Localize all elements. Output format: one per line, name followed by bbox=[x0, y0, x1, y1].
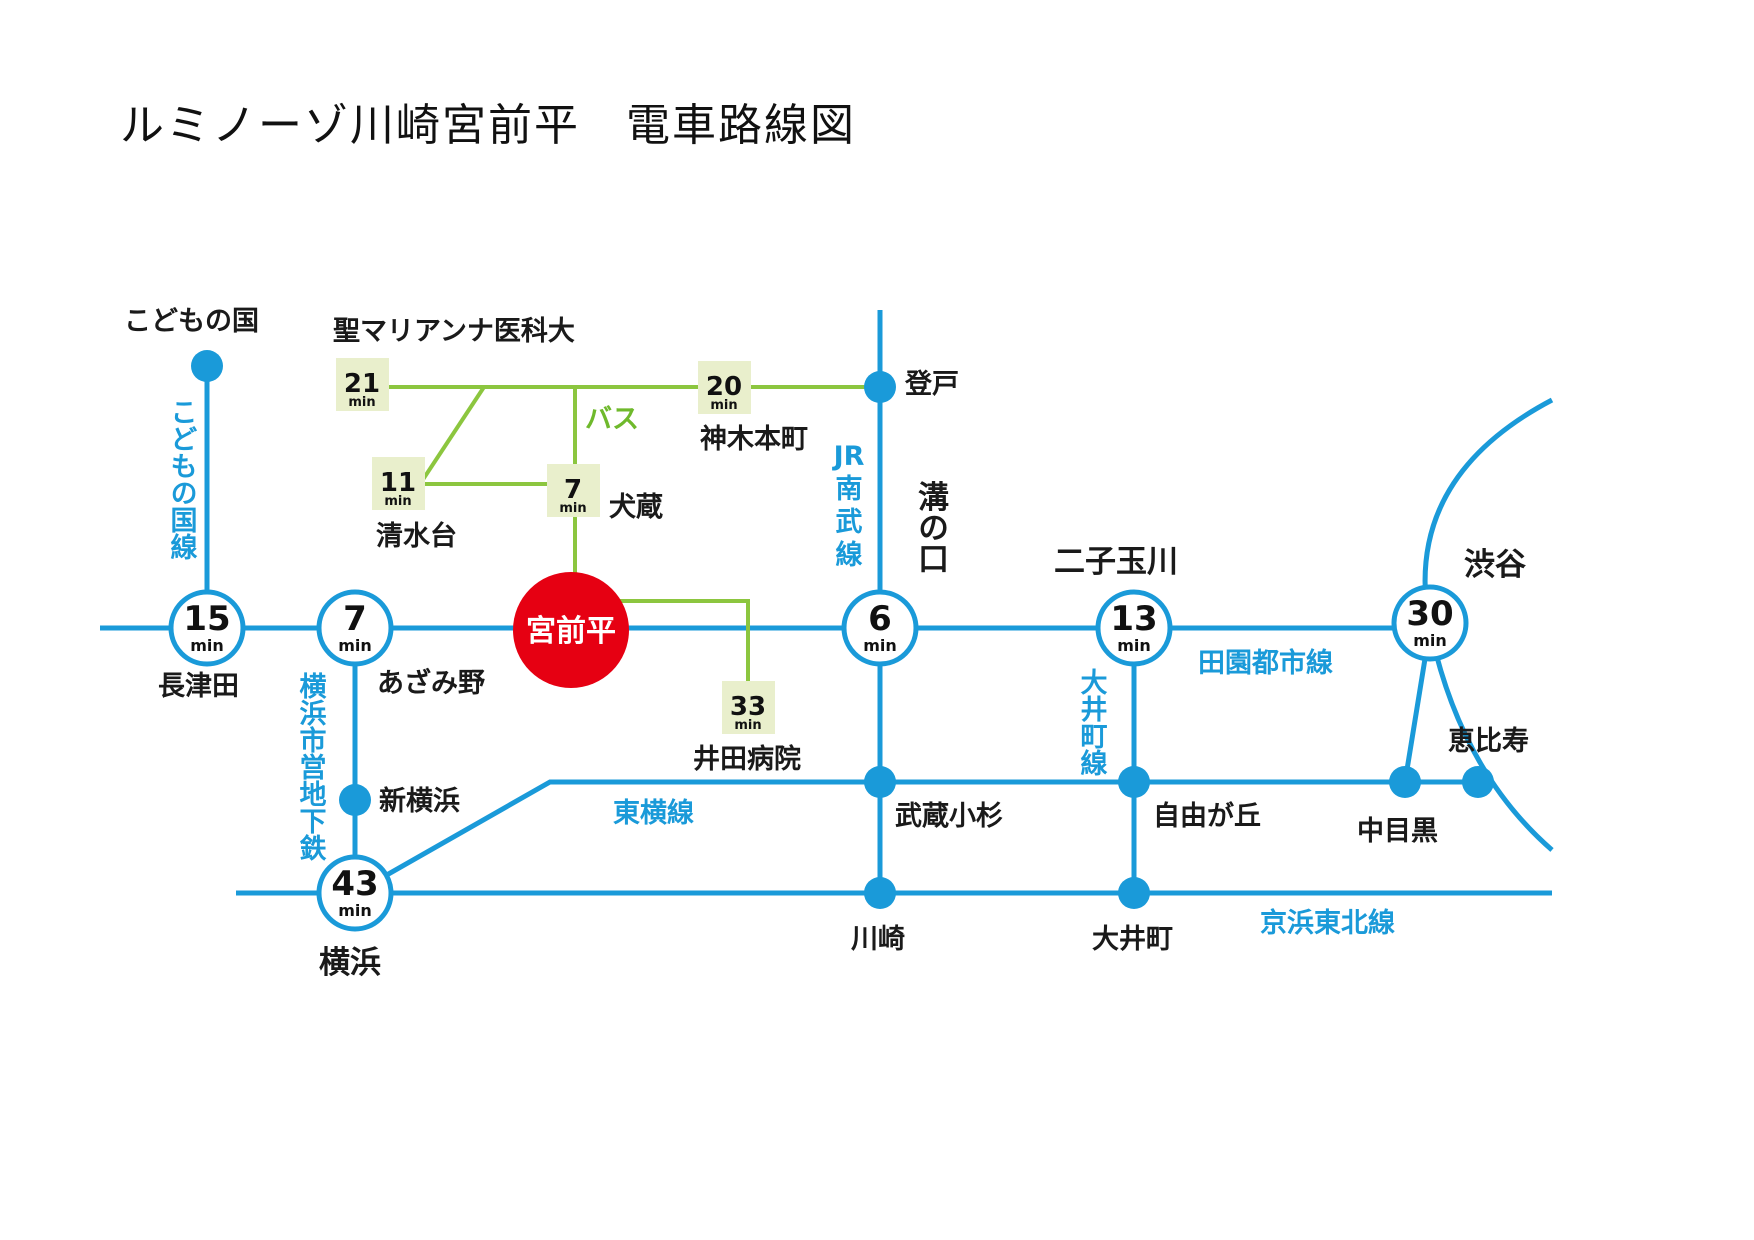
label-yokohama: 横浜 bbox=[319, 945, 381, 981]
label-noborito: 登戸 bbox=[904, 369, 959, 400]
station-labels: こどもの国 聖マリアンナ医科大 登戸 神木本町 犬蔵 清水台 二子玉川 渋谷 長… bbox=[124, 306, 1529, 981]
svg-text:min: min bbox=[338, 901, 372, 920]
label-shimizudai: 清水台 bbox=[376, 520, 457, 552]
home-station-miyamaedaira: 宮前平 bbox=[513, 572, 629, 688]
label-line-oimachi: 大井町線 bbox=[1076, 668, 1108, 776]
label-line-nambu-2: 武 bbox=[836, 507, 863, 538]
svg-text:min: min bbox=[348, 395, 375, 410]
svg-text:15: 15 bbox=[183, 599, 230, 639]
label-musashikosugi: 武蔵小杉 bbox=[895, 801, 1003, 832]
svg-text:min: min bbox=[384, 494, 411, 509]
label-line-yokohama-subway: 横浜市営地下鉄 bbox=[295, 672, 327, 861]
label-futakotamagawa: 二子玉川 bbox=[1054, 544, 1178, 580]
svg-text:33: 33 bbox=[730, 692, 766, 722]
label-line-nambu-3: 線 bbox=[836, 539, 863, 571]
svg-text:7: 7 bbox=[564, 475, 582, 505]
bus-line-shimizudai bbox=[418, 385, 486, 486]
station-dot-shinyokohama bbox=[339, 784, 371, 816]
label-azamino: あざみ野 bbox=[377, 667, 485, 699]
svg-text:min: min bbox=[559, 501, 586, 516]
map-title: ルミノーゾ川崎宮前平 電車路線図 bbox=[120, 100, 856, 151]
station-dot-kodomonokuni bbox=[191, 350, 223, 382]
label-line-nambu-1: 南 bbox=[836, 474, 863, 505]
time-circle-shibuya: 30 min bbox=[1391, 584, 1469, 662]
svg-text:宮前平: 宮前平 bbox=[526, 614, 616, 649]
svg-text:min: min bbox=[863, 636, 897, 655]
bus-time-box-inukura: 7 min bbox=[547, 464, 600, 517]
svg-text:6: 6 bbox=[868, 599, 892, 639]
time-circle-nagatsuta: 15 min bbox=[168, 589, 246, 667]
svg-text:min: min bbox=[1413, 631, 1447, 650]
svg-text:min: min bbox=[338, 636, 372, 655]
label-line-denentoshi: 田園都市線 bbox=[1198, 647, 1333, 679]
label-shinkihoncho: 神木本町 bbox=[700, 424, 808, 455]
bus-time-box-seimarianna: 21 min bbox=[336, 358, 389, 411]
label-inukura: 犬蔵 bbox=[609, 492, 663, 523]
label-line-toyoko: 東横線 bbox=[613, 797, 694, 829]
bus-time-box-idabyoin: 33 min bbox=[722, 681, 775, 734]
svg-text:min: min bbox=[190, 636, 224, 655]
label-line-nambu-jr: JR bbox=[832, 441, 865, 472]
label-jiyugaoka: 自由が丘 bbox=[1153, 800, 1261, 832]
label-bus: バス bbox=[585, 404, 639, 435]
line-labels: こどもの国線 横浜市営地下鉄 大井町線 田園都市線 東横線 京浜東北線 バス J… bbox=[166, 398, 1396, 939]
station-dot-oimachi bbox=[1118, 877, 1150, 909]
station-dot-musashikosugi bbox=[864, 766, 896, 798]
time-circle-yokohama: 43 min bbox=[316, 854, 394, 932]
svg-text:7: 7 bbox=[343, 599, 367, 639]
svg-text:min: min bbox=[1117, 636, 1151, 655]
svg-text:20: 20 bbox=[706, 372, 742, 402]
time-circle-mizonokuchi: 6 min bbox=[841, 589, 919, 667]
label-line-keihintohoku: 京浜東北線 bbox=[1260, 907, 1395, 939]
svg-text:21: 21 bbox=[344, 369, 380, 399]
bus-time-box-shimizudai: 11 min bbox=[372, 457, 425, 510]
yamanote-arc-lower bbox=[1427, 627, 1554, 852]
station-dot-nakameguro bbox=[1389, 766, 1421, 798]
label-shinyokohama: 新横浜 bbox=[379, 785, 460, 817]
label-nakameguro: 中目黒 bbox=[1357, 816, 1438, 847]
station-dots bbox=[191, 350, 1494, 909]
svg-text:43: 43 bbox=[331, 864, 378, 904]
svg-text:min: min bbox=[734, 718, 761, 733]
svg-text:13: 13 bbox=[1110, 599, 1157, 639]
svg-text:11: 11 bbox=[380, 468, 416, 498]
label-oimachi: 大井町 bbox=[1092, 924, 1173, 955]
label-shibuya: 渋谷 bbox=[1464, 547, 1526, 583]
label-kodomonokuni: こどもの国 bbox=[124, 306, 259, 337]
time-circle-futakotamagawa: 13 min bbox=[1095, 589, 1173, 667]
svg-text:30: 30 bbox=[1406, 594, 1453, 634]
label-seimarianna: 聖マリアンナ医科大 bbox=[333, 316, 575, 347]
station-dot-ebisu bbox=[1462, 766, 1494, 798]
label-mizonokuchi: 溝の口 bbox=[912, 481, 949, 574]
time-circle-azamino: 7 min bbox=[316, 589, 394, 667]
station-dot-jiyugaoka bbox=[1118, 766, 1150, 798]
station-dot-noborito bbox=[864, 371, 896, 403]
label-ebisu: 恵比寿 bbox=[1448, 726, 1529, 757]
svg-text:min: min bbox=[710, 398, 737, 413]
label-line-kodomonokuni: こどもの国線 bbox=[166, 398, 198, 560]
label-kawasaki: 川崎 bbox=[851, 924, 905, 955]
label-nagatsuta: 長津田 bbox=[158, 671, 239, 702]
toyoko-line bbox=[353, 779, 1478, 896]
station-dot-kawasaki bbox=[864, 877, 896, 909]
label-idabyoin: 井田病院 bbox=[693, 743, 801, 775]
bus-line-ida bbox=[575, 599, 750, 706]
bus-time-box-shinkihoncho: 20 min bbox=[698, 361, 751, 414]
